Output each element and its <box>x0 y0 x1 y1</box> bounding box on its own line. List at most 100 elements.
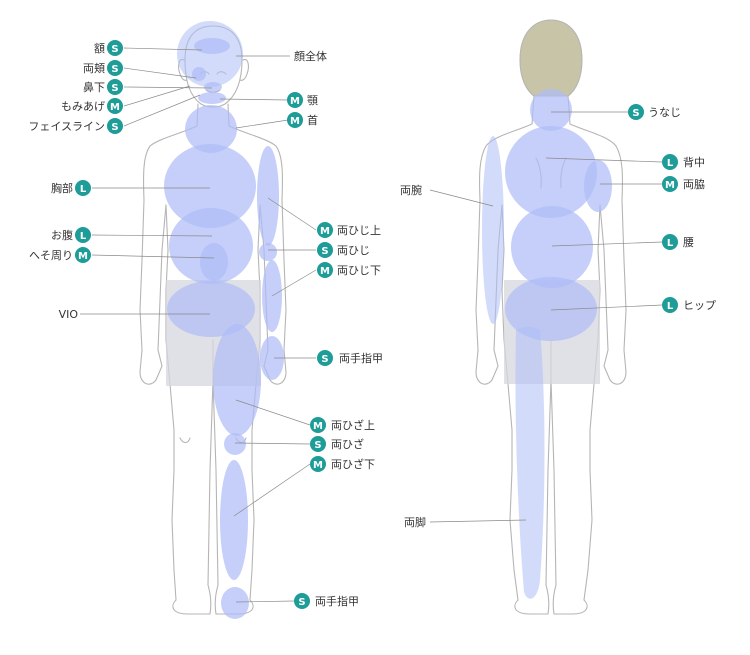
zone-hips <box>505 277 597 341</box>
size-badge-text: L <box>667 238 674 249</box>
zone-lower-knee <box>220 460 248 580</box>
front-figure <box>139 21 287 619</box>
label-upper-knee: M 両ひざ上 <box>310 417 375 433</box>
label-faceline-text: フェイスライン <box>28 120 105 133</box>
size-badge <box>75 247 91 263</box>
size-badge <box>317 242 333 258</box>
label-faceline: フェイスライン S <box>28 118 123 134</box>
label-nape: S うなじ <box>628 104 681 120</box>
front-left-labels: 額 S 両頬 S 鼻下 S もみあげ M フェイスライン S 胸部 L <box>28 40 123 321</box>
size-badge-text: S <box>111 83 118 94</box>
size-badge <box>317 222 333 238</box>
size-badge <box>287 92 303 108</box>
size-badge-text: L <box>80 184 87 195</box>
label-jaw: M 顎 <box>287 92 318 108</box>
front-right-labels: 顔全体 M 顎 M 首 M 両ひじ上 S 両ひじ M 両ひじ下 <box>287 49 383 609</box>
size-badge <box>107 98 123 114</box>
label-hips: L ヒップ <box>662 297 716 313</box>
zone-upper-back <box>505 126 597 218</box>
size-badge-text: M <box>320 226 330 237</box>
label-legs: 両脚 <box>404 515 426 529</box>
zone-legs <box>515 327 545 599</box>
size-badge <box>310 436 326 452</box>
label-foot-nails: S 両手指甲 <box>294 593 359 609</box>
size-badge <box>294 593 310 609</box>
label-knee: S 両ひざ <box>310 436 364 452</box>
label-upper-knee-text: 両ひざ上 <box>331 418 375 432</box>
size-badge <box>310 417 326 433</box>
label-cheeks-text: 両頬 <box>83 61 105 75</box>
label-navel: へそ周り M <box>29 247 91 263</box>
zone-waist <box>511 206 593 288</box>
label-foot-nails-text: 両手指甲 <box>315 594 359 608</box>
size-badge <box>317 350 333 366</box>
zone-navel <box>200 243 228 281</box>
size-badge-text: S <box>321 354 328 365</box>
size-badge-text: S <box>632 108 639 119</box>
size-badge-text: M <box>665 180 675 191</box>
label-vio: VIO <box>59 308 79 321</box>
size-badge-text: M <box>320 266 330 277</box>
zone-arms <box>482 136 504 324</box>
size-badge-text: M <box>78 251 88 262</box>
zone-vio <box>167 281 255 337</box>
label-upper-elbow: M 両ひじ上 <box>317 222 381 238</box>
size-badge <box>628 104 644 120</box>
label-lower-knee-text: 両ひざ下 <box>331 457 375 471</box>
label-hips-text: ヒップ <box>683 299 716 312</box>
label-navel-text: へそ周り <box>29 249 73 262</box>
size-badge-text: M <box>110 102 120 113</box>
size-badge <box>107 40 123 56</box>
label-elbow-text: 両ひじ <box>337 244 370 257</box>
back-body-outline <box>475 19 627 615</box>
size-badge-text: M <box>313 460 323 471</box>
zone-chest <box>164 144 256 228</box>
size-badge <box>317 262 333 278</box>
zone-whole-face <box>177 21 243 87</box>
zone-forehead <box>194 38 230 54</box>
label-under-nose-text: 鼻下 <box>83 80 105 94</box>
size-badge <box>107 118 123 134</box>
zone-armpits <box>584 160 612 212</box>
label-waist: L 腰 <box>662 234 694 250</box>
label-jaw-text: 顎 <box>307 94 318 107</box>
size-badge-text: L <box>667 158 674 169</box>
label-whole-face-text: 顔全体 <box>294 49 327 63</box>
zone-upper-knee <box>213 324 261 436</box>
label-whole-face: 顔全体 <box>294 49 327 63</box>
size-badge <box>662 234 678 250</box>
size-badge-text: S <box>111 44 118 55</box>
zone-elbow <box>259 243 277 261</box>
label-elbow: S 両ひじ <box>317 242 370 258</box>
back-labels: S うなじ L 背中 M 両脇 両腕 L 腰 L ヒップ 両脚 <box>400 104 716 529</box>
size-badge <box>662 154 678 170</box>
label-belly-text: お腹 <box>51 228 73 242</box>
zone-upper-elbow <box>257 146 279 246</box>
back-head-hair <box>519 19 583 97</box>
label-legs-text: 両脚 <box>404 515 426 529</box>
size-badge <box>107 60 123 76</box>
label-nape-text: うなじ <box>648 106 681 119</box>
zone-knee <box>224 433 246 455</box>
label-armpits: M 両脇 <box>662 176 705 192</box>
size-badge-text: M <box>290 96 300 107</box>
label-under-nose: 鼻下 S <box>83 79 123 95</box>
zone-neck <box>185 105 237 153</box>
zone-cheeks <box>192 67 206 81</box>
label-chest: 胸部 L <box>51 180 91 196</box>
label-neck: M 首 <box>287 112 318 128</box>
label-chest-text: 胸部 <box>51 181 73 195</box>
label-lower-knee: M 両ひざ下 <box>310 456 375 472</box>
label-arms-text: 両腕 <box>400 183 422 197</box>
label-armpits-text: 両脇 <box>683 178 705 191</box>
size-badge-text: S <box>111 122 118 133</box>
label-hand-nails-text: 両手指甲 <box>339 351 383 365</box>
label-forehead-text: 額 <box>94 42 105 55</box>
size-badge-text: S <box>298 597 305 608</box>
label-forehead: 額 S <box>94 40 123 56</box>
size-badge-text: M <box>290 116 300 127</box>
label-belly: お腹 L <box>51 227 91 243</box>
size-badge-text: S <box>111 64 118 75</box>
back-figure <box>475 19 627 615</box>
